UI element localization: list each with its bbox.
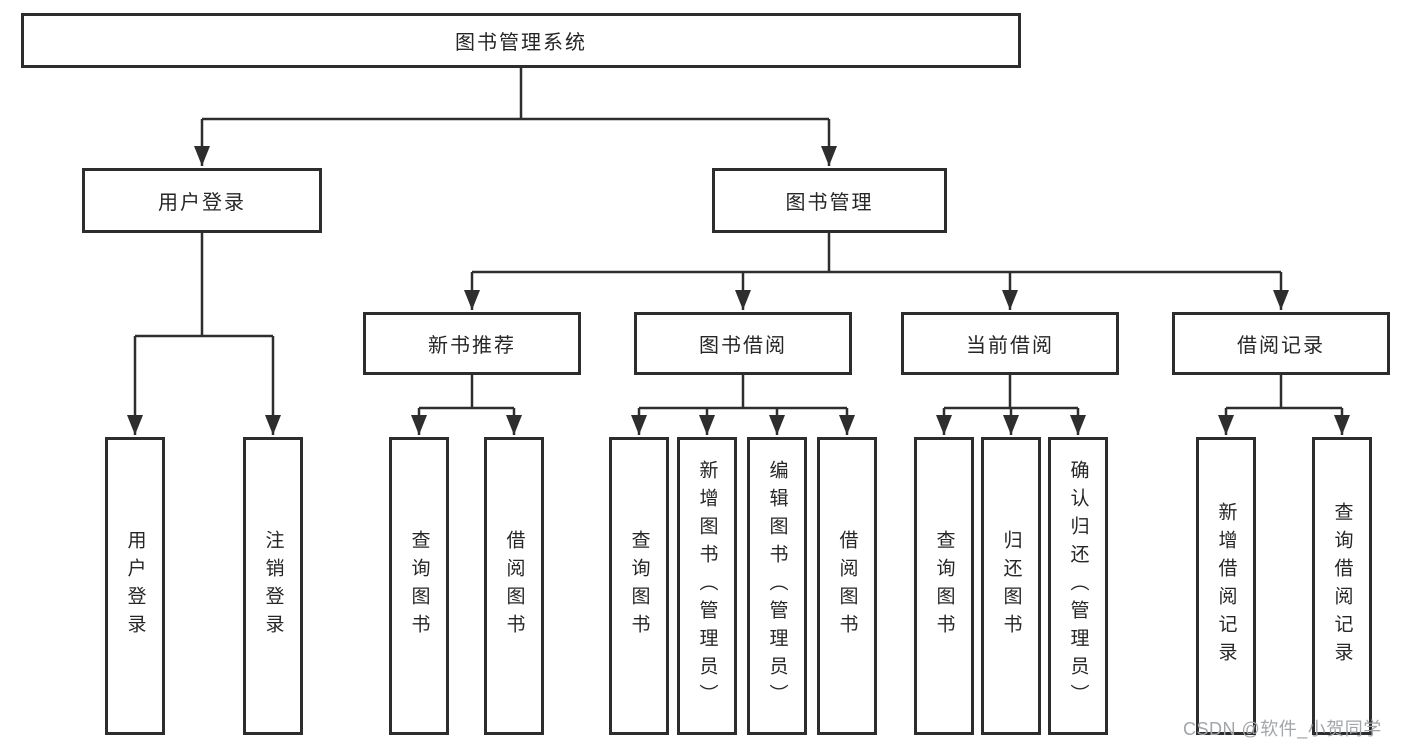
leaf-borrow-books-borrowing: 借阅图书 — [817, 437, 877, 735]
leaf-label: 编辑图书（管理员） — [766, 460, 788, 712]
connector-lines — [127, 68, 1350, 435]
leaf-borrow-books-recommend: 借阅图书 — [484, 437, 544, 735]
leaf-query-borrow-record: 查询借阅记录 — [1312, 437, 1372, 735]
leaf-label: 用户登录 — [124, 530, 146, 642]
leaf-query-books-borrowing: 查询图书 — [609, 437, 669, 735]
node-label: 当前借阅 — [966, 335, 1054, 357]
node-label: 图书管理 — [785, 192, 874, 214]
node-label: 新书推荐 — [428, 335, 516, 357]
node-borrowing-records: 借阅记录 — [1172, 312, 1390, 375]
leaf-label: 借阅图书 — [836, 530, 858, 642]
leaf-return-books: 归还图书 — [981, 437, 1041, 735]
leaf-confirm-return-admin: 确认归还（管理员） — [1048, 437, 1108, 735]
leaf-query-books-current: 查询图书 — [914, 437, 974, 735]
leaf-add-borrow-record: 新增借阅记录 — [1196, 437, 1256, 735]
node-user-login-group: 用户登录 — [82, 168, 322, 233]
leaf-edit-books-admin: 编辑图书（管理员） — [747, 437, 807, 735]
node-book-borrowing: 图书借阅 — [634, 312, 852, 375]
leaf-label: 借阅图书 — [503, 530, 525, 642]
node-label: 图书借阅 — [699, 335, 787, 357]
leaf-add-books-admin: 新增图书（管理员） — [677, 437, 737, 735]
leaf-user-login: 用户登录 — [105, 437, 165, 735]
leaf-label: 确认归还（管理员） — [1067, 460, 1089, 712]
leaf-label: 查询图书 — [628, 530, 650, 642]
leaf-label: 查询图书 — [408, 530, 430, 642]
leaf-label: 新增借阅记录 — [1215, 502, 1237, 670]
leaf-label: 注销登录 — [262, 530, 284, 642]
node-current-borrowing: 当前借阅 — [901, 312, 1119, 375]
leaf-query-books-recommend: 查询图书 — [389, 437, 449, 735]
node-new-book-recommend: 新书推荐 — [363, 312, 581, 375]
node-label: 借阅记录 — [1237, 335, 1325, 357]
node-library-management-system: 图书管理系统 — [21, 13, 1021, 68]
node-label: 用户登录 — [158, 192, 246, 214]
csdn-watermark: CSDN @软件_小贺同学 — [1183, 719, 1382, 739]
leaf-label: 归还图书 — [1000, 530, 1022, 642]
leaf-label: 新增图书（管理员） — [696, 460, 718, 712]
leaf-logout: 注销登录 — [243, 437, 303, 735]
leaf-label: 查询图书 — [933, 530, 955, 642]
node-book-management: 图书管理 — [712, 168, 947, 233]
node-label: 图书管理系统 — [455, 32, 587, 54]
leaf-label: 查询借阅记录 — [1331, 502, 1353, 670]
